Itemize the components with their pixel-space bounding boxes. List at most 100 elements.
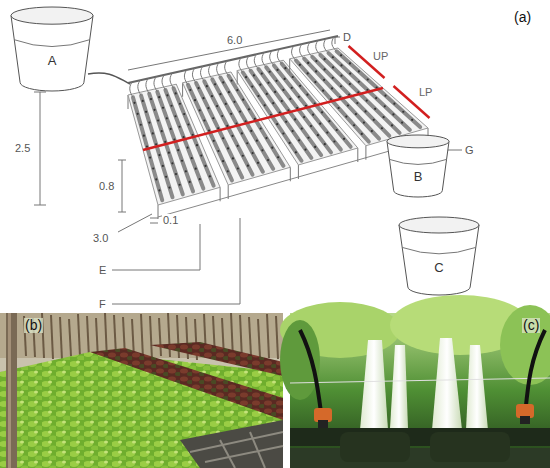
plant-hole	[165, 176, 167, 178]
plant-hole	[331, 87, 333, 89]
plant-hole	[213, 140, 215, 142]
plant-hole	[259, 84, 261, 86]
plant-hole	[289, 142, 291, 144]
plant-hole	[150, 98, 152, 100]
plant-hole	[217, 150, 219, 152]
plant-hole	[158, 154, 160, 156]
plant-hole	[245, 76, 247, 78]
plant-hole	[189, 89, 191, 91]
plant-hole	[363, 121, 365, 123]
plant-hole	[306, 94, 308, 96]
plant-hole	[332, 77, 334, 79]
plant-hole	[265, 137, 267, 139]
supply-hose	[88, 73, 130, 84]
plant-hole	[195, 168, 197, 170]
plant-hole	[355, 113, 357, 115]
plant-hole	[371, 130, 373, 132]
tank-outline	[398, 216, 480, 296]
plant-hole	[322, 90, 324, 92]
plant-hole	[164, 141, 166, 143]
plant-hole	[381, 127, 383, 129]
rack-leg	[357, 148, 358, 162]
plant-hole	[366, 99, 368, 101]
dimension-line	[40, 92, 41, 205]
drip-hose	[184, 70, 188, 85]
plant-hole	[317, 134, 319, 136]
plant-hole	[260, 127, 262, 129]
water-tank: A	[10, 6, 94, 92]
plant-hole	[314, 81, 316, 83]
plant-hole	[345, 116, 347, 118]
drip-hose	[308, 42, 313, 57]
fence-stake	[168, 313, 170, 357]
section-label: LP	[418, 86, 433, 98]
plant-hole	[232, 157, 234, 159]
plant-hole	[202, 97, 204, 99]
plant-hole	[208, 130, 210, 132]
plant-hole	[179, 103, 181, 105]
plant-hole	[209, 175, 211, 177]
plant-hole	[323, 68, 325, 70]
plant-hole	[227, 147, 229, 149]
plant-hole	[307, 62, 309, 64]
plant-hole	[173, 138, 175, 140]
plant-hole	[332, 56, 334, 58]
tank-band	[402, 247, 476, 253]
tank-rim	[387, 135, 449, 148]
plant-hole	[303, 116, 305, 118]
fence-stake	[276, 316, 278, 359]
plant-hole	[158, 96, 160, 98]
plant-hole	[340, 54, 342, 56]
plant-hole	[332, 66, 334, 68]
plant-hole	[189, 181, 191, 183]
plant-hole	[314, 146, 316, 148]
plant-hole	[356, 102, 358, 104]
panel-letter: (a)	[513, 10, 532, 25]
plant-hole	[282, 132, 284, 134]
plant-hole	[307, 72, 309, 74]
plant-hole	[231, 135, 233, 137]
plant-hole	[261, 72, 263, 74]
leader-line	[446, 150, 462, 151]
water-tank: C	[398, 216, 480, 296]
plant-hole	[137, 113, 139, 115]
panel-letter: (c)	[522, 318, 540, 333]
plant-hole	[373, 119, 375, 121]
drip-hose	[146, 78, 149, 93]
drip-hose	[192, 68, 196, 83]
tank-band	[14, 40, 90, 47]
drip-hose	[292, 46, 296, 61]
plant-hole	[142, 100, 144, 102]
plant-hole	[194, 99, 196, 101]
drip-hose	[277, 49, 281, 64]
plant-hole	[217, 127, 219, 129]
plant-hole	[393, 103, 395, 105]
plant-hole	[200, 154, 202, 156]
plant-hole	[221, 115, 223, 117]
plant-hole	[324, 143, 326, 145]
plant-hole	[340, 75, 342, 77]
plant-hole	[146, 146, 148, 148]
drip-hose	[170, 73, 174, 88]
plant-hole	[267, 82, 269, 84]
plant-hole	[174, 115, 176, 117]
fence-stake	[60, 317, 62, 360]
plant-hole	[353, 124, 355, 126]
tank-letter: B	[386, 169, 450, 184]
plant-hole	[175, 173, 177, 175]
plant-hole	[152, 132, 154, 134]
leader-line	[112, 224, 200, 270]
plant-hole	[304, 148, 306, 150]
tank-rim	[399, 217, 479, 233]
plant-hole	[276, 123, 278, 125]
plant-hole	[166, 94, 168, 96]
plant-hole	[230, 79, 232, 81]
drip-hose	[254, 54, 258, 69]
plant-hole	[237, 167, 239, 169]
plant-hole	[364, 110, 366, 112]
plant-hole	[233, 101, 235, 103]
plant-hole	[312, 114, 314, 116]
plant-hole	[269, 71, 271, 73]
tank-letter: C	[398, 260, 480, 275]
plant-hole	[148, 122, 150, 124]
